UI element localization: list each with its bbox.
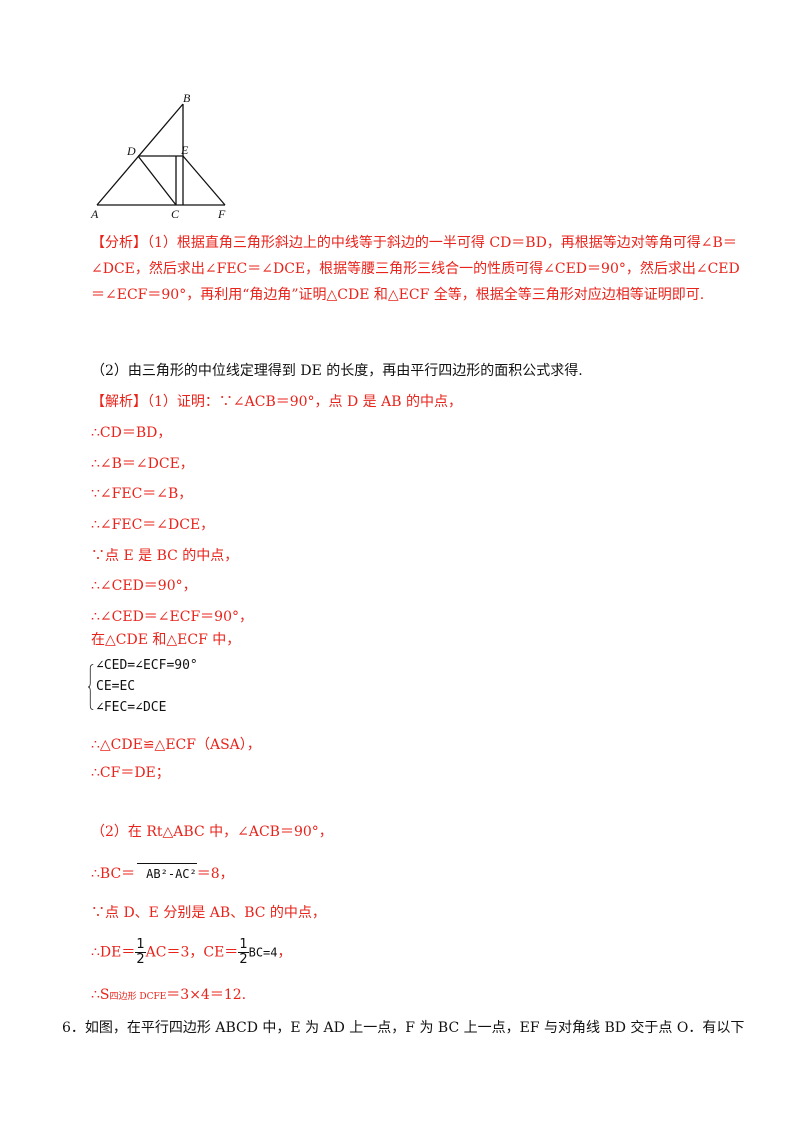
solution-tag: 【解析】 [91, 394, 147, 410]
segment-ef [182, 155, 226, 206]
solution-part2-line-1: （2）在 Rt△ABC 中，∠ACB＝90°， [91, 824, 333, 840]
label-c: C [171, 207, 180, 221]
equation-system: ∠CED=∠ECF=90° CE=EC ∠FEC=∠DCE [88, 657, 238, 719]
solution-line-4: ∵∠FEC＝∠B， [91, 486, 193, 502]
analysis-tag: 【分析】 [91, 235, 147, 251]
solution-part2-line-3: ∵点 D、E 分别是 AB、BC 的中点， [91, 905, 326, 921]
geometry-figure: B D E A C F [90, 91, 226, 221]
label-e: E [180, 143, 189, 157]
analysis-paragraph-2: （2）由三角形的中位线定理得到 DE 的长度，再由平行四边形的面积公式求得. [91, 363, 583, 379]
solution-line-2: ∴CD＝BD， [91, 425, 172, 441]
system-row-3: ∠FEC=∠DCE [96, 700, 167, 715]
sqrt-expression: AB²-AC² [137, 863, 197, 884]
solution-line-3: ∴∠B＝∠DCE， [91, 456, 194, 472]
solution-line-7: ∴∠CED＝90°， [91, 578, 197, 594]
system-row-2: CE=EC [96, 679, 136, 694]
solution-part2-line-5: ∴S四边形 DCFE＝3×4＝12. [91, 987, 247, 1003]
analysis-text-1: （1）根据直角三角形斜边上的中线等于斜边的一半可得 CD＝BD，再根据等边对等角… [91, 235, 740, 303]
solution-part2-line-2: ∴BC＝AB²-AC²＝8， [91, 863, 234, 884]
question-6-text: 6．如图，在平行四边形 ABCD 中，E 为 AD 上一点，F 为 BC 上一点… [62, 1020, 745, 1036]
label-d: D [126, 144, 136, 158]
solution-line-11: ∴CF＝DE； [91, 765, 170, 781]
solution-line-9: 在△CDE 和△ECF 中， [91, 632, 241, 648]
analysis-paragraph-1: 【分析】（1）根据直角三角形斜边上的中线等于斜边的一半可得 CD＝BD，再根据等… [91, 230, 741, 308]
segment-ab [96, 103, 184, 206]
system-row-1: ∠CED=∠ECF=90° [96, 658, 198, 673]
solution-line-1: 【解析】（1）证明：∵∠ACB＝90°，点 D 是 AB 的中点， [91, 394, 462, 410]
segment-dc [137, 155, 177, 206]
label-f: F [217, 207, 226, 221]
brace-icon [88, 664, 94, 710]
label-a: A [90, 207, 99, 221]
label-b: B [183, 91, 191, 105]
solution-line-6: ∵点 E 是 BC 的中点， [91, 548, 239, 564]
solution-line-10: ∴△CDE≌△ECF（ASA）， [91, 737, 261, 753]
solution-line-8: ∴∠CED＝∠ECF＝90°， [91, 609, 253, 625]
solution-line-5: ∴∠FEC＝∠DCE， [91, 517, 215, 533]
